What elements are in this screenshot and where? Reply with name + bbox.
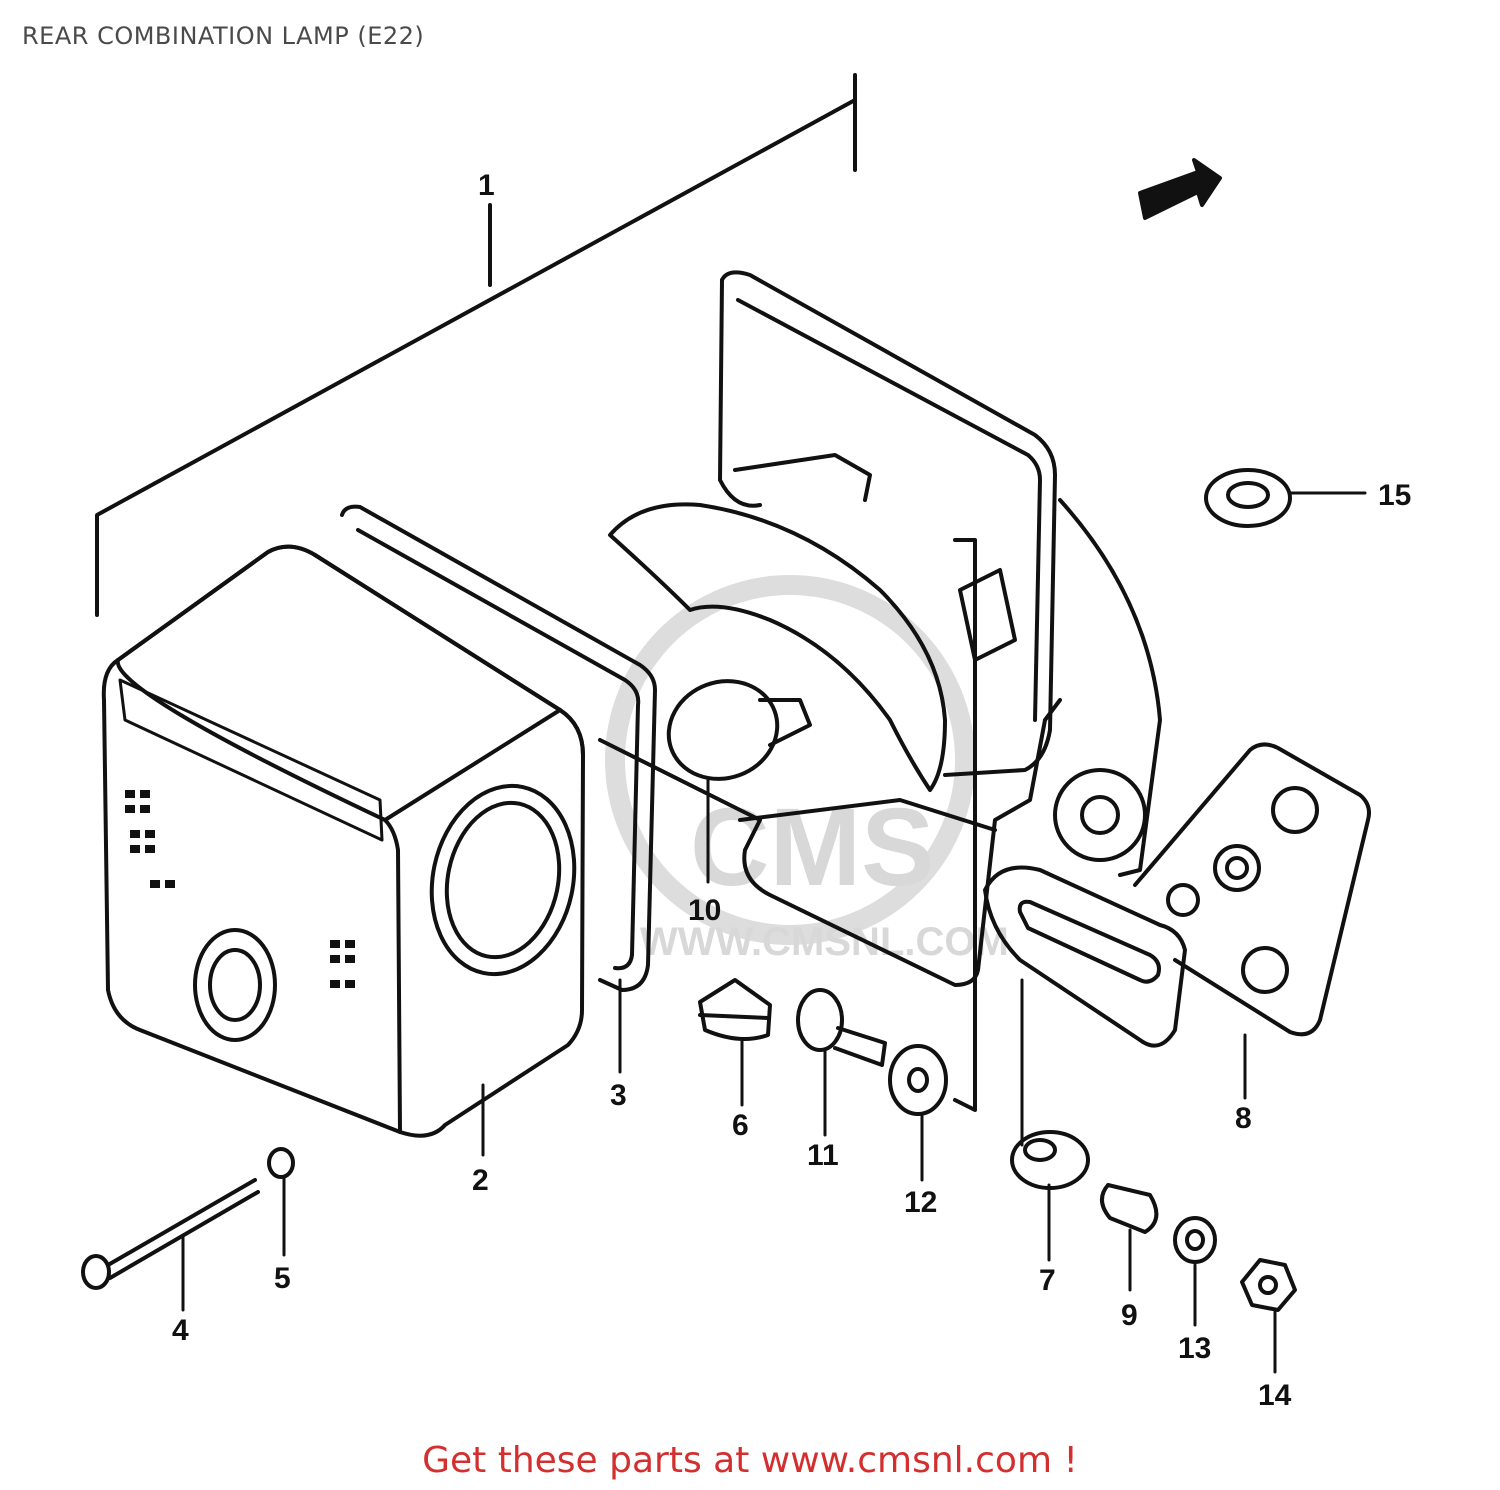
washer-12	[888, 1044, 948, 1116]
washer-13	[1173, 1216, 1217, 1264]
screw-4	[81, 1178, 260, 1290]
bolt-11	[796, 988, 887, 1067]
washer-5	[267, 1147, 295, 1179]
callout-6: 6	[732, 1109, 749, 1142]
callout-12: 12	[904, 1186, 937, 1219]
callout-labels: 1 2 3 4 5 6 7 8 9 10 11 12 13 14 15	[172, 169, 1411, 1412]
callout-2: 2	[472, 1164, 489, 1197]
lamp-lens-body	[101, 544, 585, 1138]
callout-4: 4	[172, 1314, 189, 1347]
callout-15: 15	[1378, 479, 1411, 512]
bulb	[666, 679, 812, 781]
direction-arrow-icon	[1138, 158, 1222, 220]
watermark-url: WWW.CMSNL.COM	[640, 920, 1009, 964]
grommet-15	[1204, 468, 1292, 528]
callout-11: 11	[807, 1139, 839, 1172]
reflector-panel	[608, 502, 947, 792]
leader-lines	[181, 491, 1367, 1374]
page-title: REAR COMBINATION LAMP (E22)	[22, 22, 425, 50]
callout-7: 7	[1039, 1264, 1056, 1297]
footer-parts-link[interactable]: Get these parts at www.cmsnl.com !	[422, 1440, 1078, 1481]
callout-13: 13	[1178, 1332, 1211, 1365]
callout-8: 8	[1235, 1102, 1252, 1135]
callout-9: 9	[1121, 1299, 1138, 1332]
lens-gasket	[340, 504, 657, 992]
spacer-9	[1100, 1183, 1159, 1234]
callout-3: 3	[610, 1079, 627, 1112]
nut-14	[1240, 1258, 1297, 1312]
cushion-6	[698, 978, 772, 1041]
callout-5: 5	[274, 1262, 291, 1295]
lamp-base-housing	[598, 270, 1187, 1048]
callout-1: 1	[478, 169, 495, 202]
callout-14: 14	[1258, 1379, 1292, 1412]
license-bracket-plate	[1133, 742, 1371, 1037]
callout-10: 10	[688, 894, 721, 927]
